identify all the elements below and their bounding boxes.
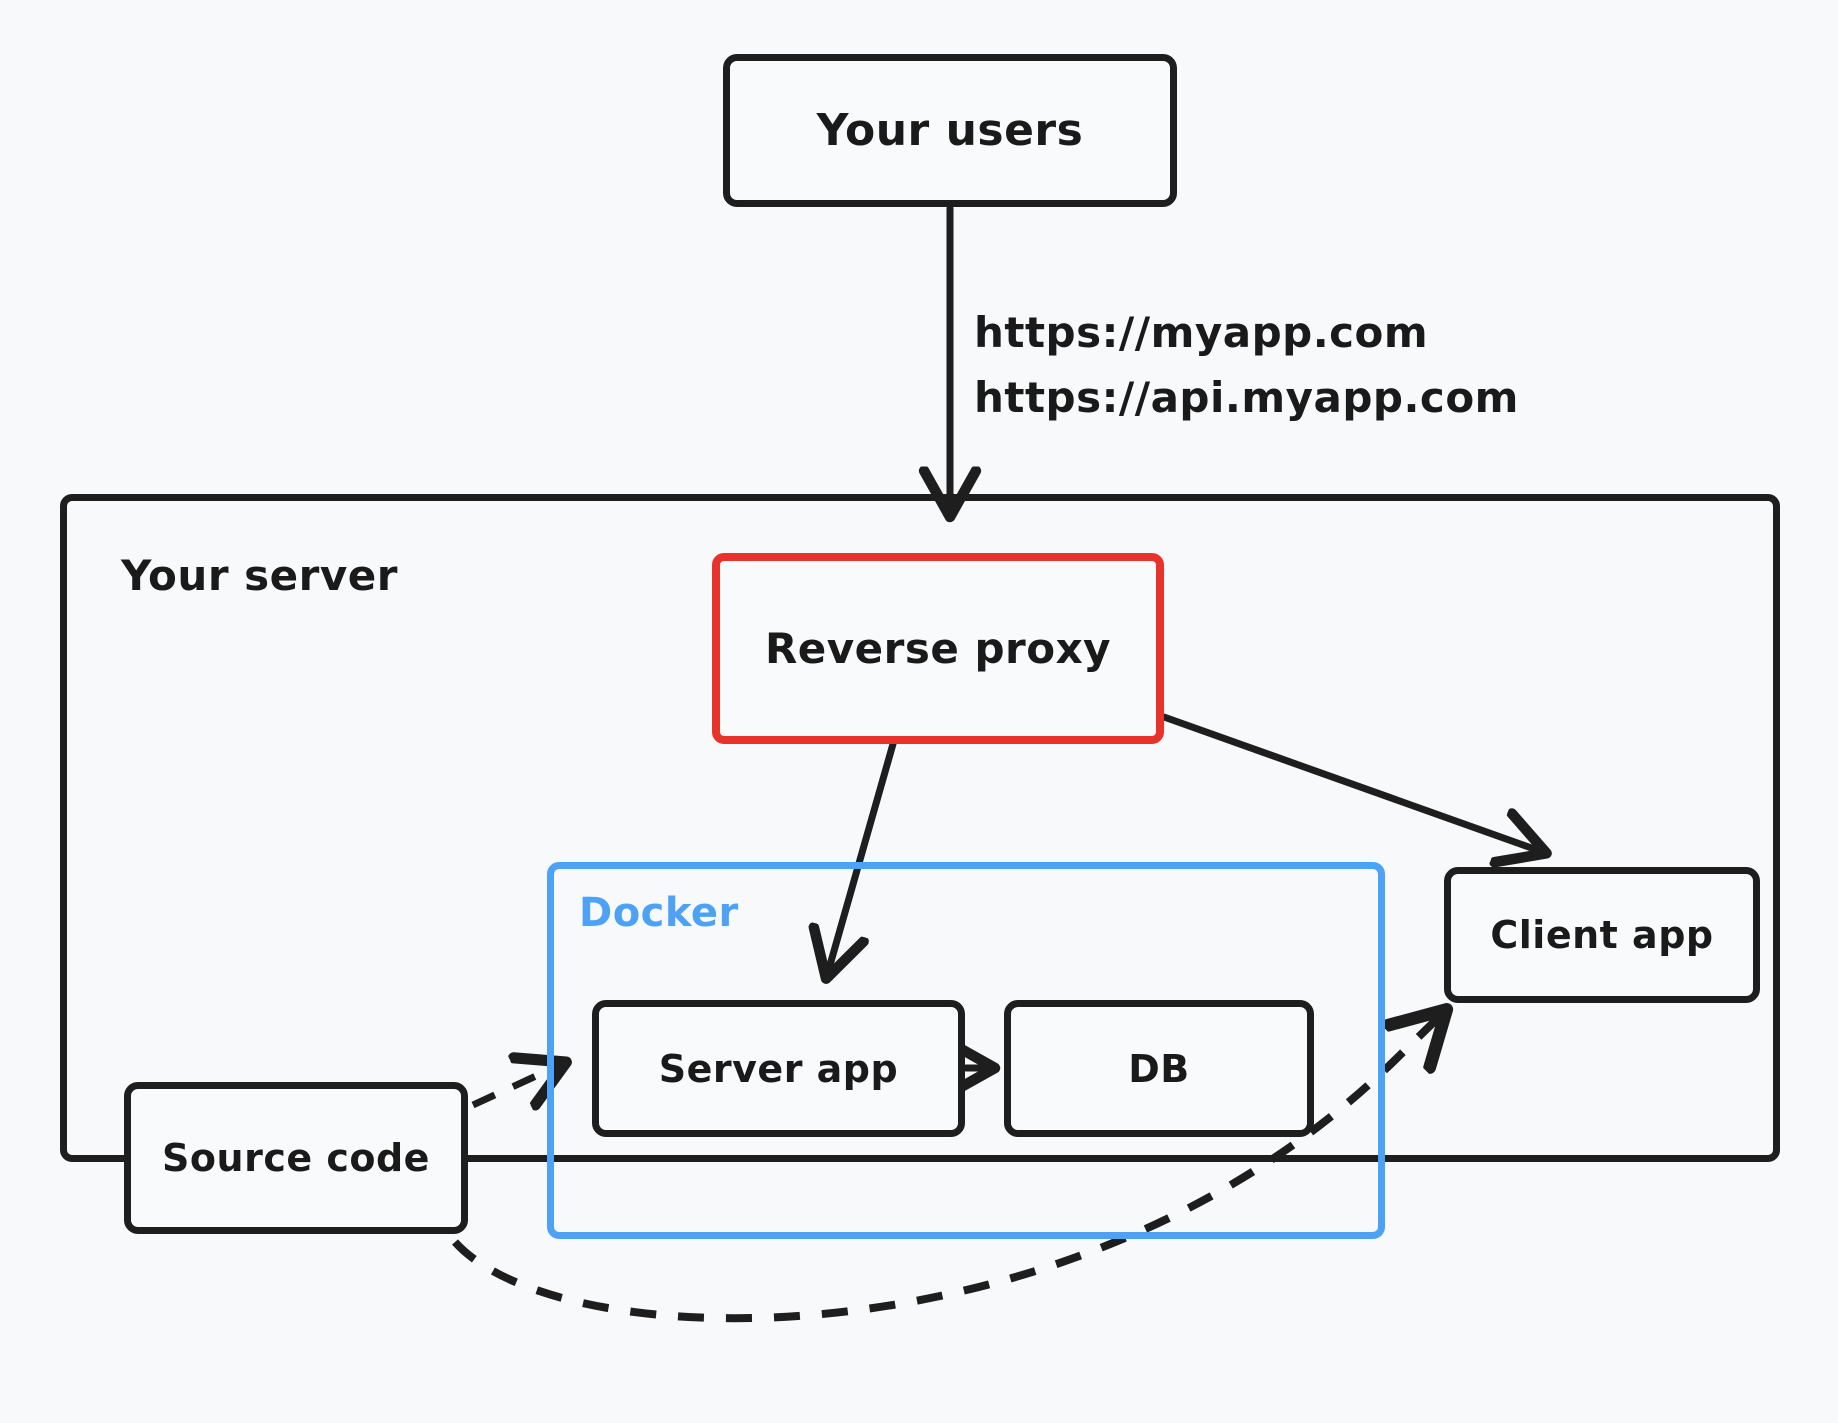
edge-proxy-to-server-app (828, 740, 897, 972)
edge-source-to-server-app (471, 1065, 560, 1105)
node-reverse-proxy-label: Reverse proxy (764, 624, 1112, 673)
node-server-app-label: Server app (658, 1046, 899, 1091)
node-client-app-label: Client app (1490, 913, 1714, 957)
edge-proxy-to-client-app (1160, 713, 1540, 851)
node-docker-container[interactable] (547, 862, 1385, 1239)
node-db[interactable]: DB (1004, 1000, 1314, 1137)
node-your-server-container[interactable] (60, 494, 1780, 1162)
node-your-users[interactable]: Your users (723, 54, 1177, 207)
node-client-app[interactable]: Client app (1444, 867, 1760, 1003)
node-docker-label: Docker (579, 890, 739, 936)
node-server-app[interactable]: Server app (592, 1000, 965, 1137)
url-label-api-myapp: https://api.myapp.com (974, 373, 1519, 423)
url-label-myapp: https://myapp.com (974, 308, 1429, 357)
node-your-server-label: Your server (121, 551, 398, 600)
node-source-code[interactable]: Source code (124, 1082, 468, 1234)
node-db-label: DB (1128, 1046, 1190, 1091)
edge-users-to-proxy-labels: https://myapp.com https://api.myapp.com (974, 300, 1519, 430)
node-reverse-proxy[interactable]: Reverse proxy (712, 553, 1164, 744)
node-source-code-label: Source code (162, 1136, 430, 1180)
node-your-users-label: Your users (816, 105, 1084, 156)
